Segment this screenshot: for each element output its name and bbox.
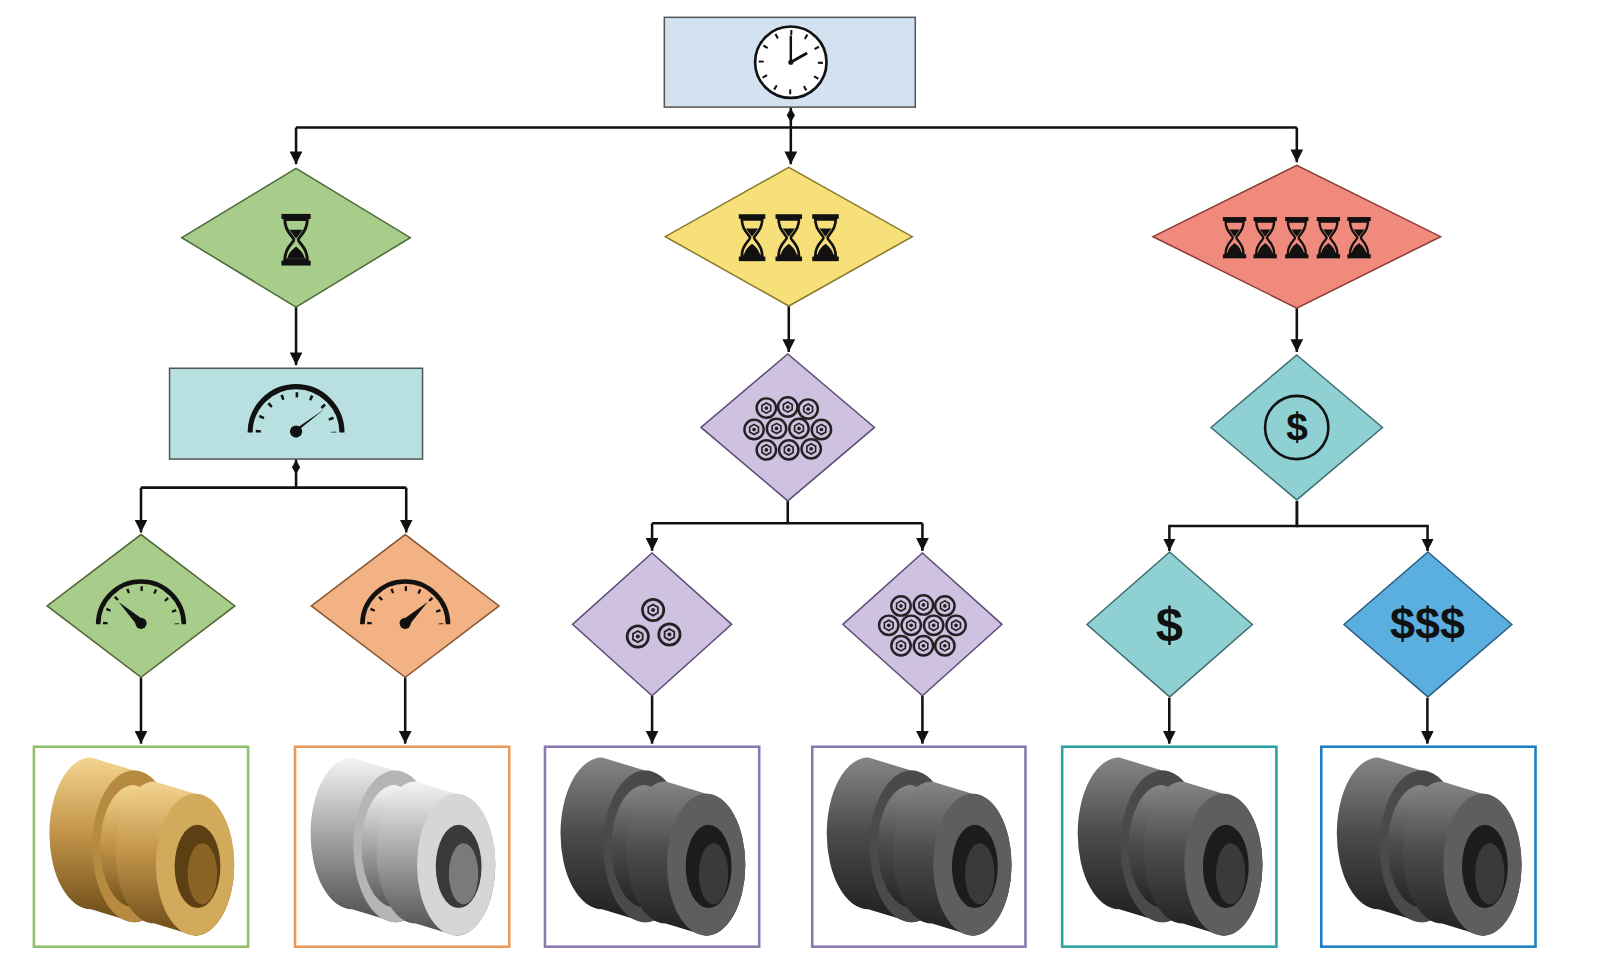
sintered-bushing bbox=[560, 758, 745, 936]
hourglass-group bbox=[1223, 217, 1371, 258]
result-box bbox=[812, 747, 1025, 947]
flow-arrow bbox=[790, 128, 793, 165]
result-box bbox=[545, 747, 759, 947]
junction-mark bbox=[292, 460, 300, 474]
hourglass-group bbox=[739, 214, 839, 261]
flow-arrow bbox=[295, 128, 298, 165]
cost-symbol: $ bbox=[1286, 408, 1308, 447]
hourglass-icon bbox=[281, 214, 310, 266]
diamond-shape bbox=[1087, 552, 1252, 697]
flow-arrow bbox=[921, 696, 924, 744]
low-speed-diamond bbox=[47, 535, 235, 678]
short-time-diamond bbox=[182, 168, 411, 307]
junction-mark bbox=[787, 108, 795, 122]
diamond-shape bbox=[1211, 355, 1382, 500]
result-box bbox=[295, 747, 509, 947]
sintered-bushing bbox=[1337, 758, 1522, 936]
grain-diamond bbox=[701, 354, 874, 501]
flow-arrow bbox=[1426, 698, 1429, 744]
sintered-bushing bbox=[1078, 758, 1263, 936]
flow-arrow bbox=[1296, 308, 1299, 352]
result-box bbox=[1062, 747, 1276, 947]
start-box bbox=[664, 17, 915, 107]
gauge-icon bbox=[362, 581, 448, 628]
gauge-icon bbox=[98, 581, 184, 628]
long-time-diamond bbox=[1153, 165, 1441, 308]
flow-arrow bbox=[788, 306, 791, 352]
flow-line bbox=[652, 522, 922, 525]
flow-arrow bbox=[295, 307, 298, 365]
coarse-grain-diamond bbox=[573, 553, 732, 696]
result-box bbox=[34, 747, 248, 947]
result-box bbox=[1321, 747, 1535, 947]
clock-icon bbox=[755, 27, 826, 98]
high-cost-diamond: $$$ bbox=[1343, 551, 1513, 698]
bronze-bushing bbox=[49, 758, 234, 936]
cost-symbol: $$$ bbox=[1390, 602, 1465, 647]
flow-arrow bbox=[140, 488, 143, 533]
grain-icon bbox=[879, 595, 966, 655]
flow-arrow bbox=[651, 696, 654, 744]
medium-time-diamond bbox=[665, 167, 912, 306]
flow-line bbox=[296, 126, 1297, 129]
flow-line bbox=[786, 501, 789, 523]
high-speed-diamond bbox=[311, 535, 499, 678]
cost-symbol: $ bbox=[1156, 600, 1183, 649]
flow-connector bbox=[1169, 501, 1297, 551]
fine-grain-diamond bbox=[843, 553, 1002, 696]
grain-icon bbox=[744, 397, 831, 459]
low-cost-diamond: $ bbox=[1086, 551, 1253, 698]
coin-ring bbox=[1265, 396, 1328, 459]
speed-box bbox=[170, 368, 423, 459]
result-boxes bbox=[34, 747, 1536, 947]
cost-decision-diamond: $ bbox=[1210, 354, 1383, 501]
grain-icon bbox=[627, 599, 680, 647]
gauge-icon bbox=[250, 387, 342, 438]
flow-arrow bbox=[405, 488, 408, 533]
flow-arrow bbox=[651, 523, 654, 551]
flow-arrow bbox=[921, 523, 924, 551]
flow-connector bbox=[1297, 501, 1428, 551]
flow-arrow bbox=[1296, 128, 1299, 163]
flow-line bbox=[141, 486, 406, 489]
sintered-bushing bbox=[827, 758, 1012, 936]
flow-arrow bbox=[404, 677, 407, 743]
flow-arrow bbox=[1168, 698, 1171, 744]
diamond-shape bbox=[1344, 552, 1512, 697]
flow-arrow bbox=[140, 677, 143, 743]
steel-bushing bbox=[311, 758, 496, 936]
